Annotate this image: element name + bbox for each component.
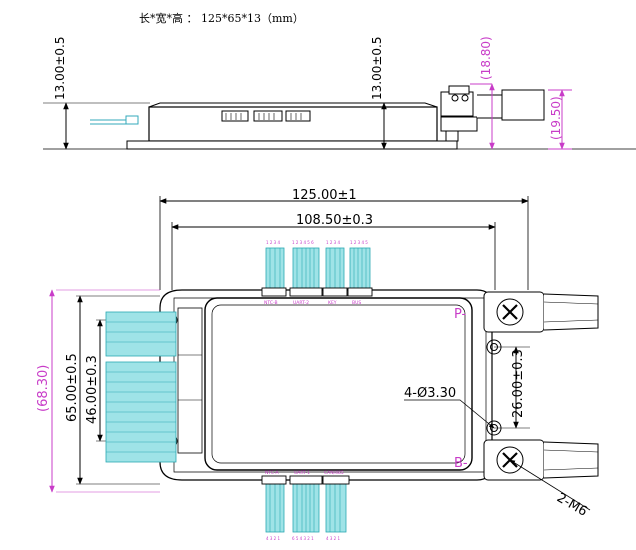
edge-connectors [261,287,373,485]
side-terminal-total-height-dim: (18.80) [479,36,493,80]
bottom-pin-label-3: 4 3 2 1 [326,536,340,541]
terminal-b [483,439,599,481]
dimensions-note: 长*宽*高 ： 125*65*13（mm） [139,12,304,25]
main-board [204,297,473,471]
bottom-pin-label-2: 6 5 4 3 2 1 [292,536,314,541]
side-connector-3 [285,110,311,122]
terminal-b-label: B- [454,456,468,471]
side-view [43,83,636,150]
wire-bundles [105,247,371,533]
width-dim: 65.00±0.5 [65,353,80,422]
top-pin-label-3: 1 2 3 4 [326,240,340,245]
overall-length-dim: 125.00±1 [292,188,357,203]
side-base-plate [126,140,458,150]
side-mid-height-dim: 13.00±0.5 [370,37,384,101]
bottom-pin-label-1: 4 3 2 1 [266,536,280,541]
terminal-p [483,291,599,333]
top-view [49,196,599,511]
top-pin-label-1: 1 2 3 4 [266,240,280,245]
bottom-connector-label-2: UART-1 [294,470,310,476]
side-connector-1 [221,110,249,122]
top-connector-label-1: NTC-B [264,300,278,306]
hole-dim: 4-Ø3.30 [404,386,456,401]
inner-length-dim: 108.50±0.3 [296,213,373,228]
top-pin-label-4: 1 2 3 4 5 [350,240,368,245]
terminal-spacing-dim: 26.00±0.3 [511,349,526,418]
top-connector-label-2: UART-2 [293,300,309,306]
bottom-connector-label-1: NTC-A [265,470,280,476]
top-connector-label-4: BUS [352,300,361,306]
inner-width-dim: 46.00±0.3 [85,355,100,424]
side-terminal-height-dim: (19.50) [549,96,563,140]
side-connector-2 [253,110,283,122]
side-terminal-lug [501,89,545,121]
side-left-height-dim: 13.00±0.5 [53,37,67,101]
top-pin-label-2: 1 2 3 4 5 6 [292,240,314,245]
bottom-connector-label-3: CAN/485 [324,470,344,476]
top-connector-label-3: KEY [328,300,337,306]
overall-width-dim: (68.30) [36,365,51,412]
terminal-p-label: P- [454,307,467,322]
thread-dim: 2-M6 [554,490,590,519]
